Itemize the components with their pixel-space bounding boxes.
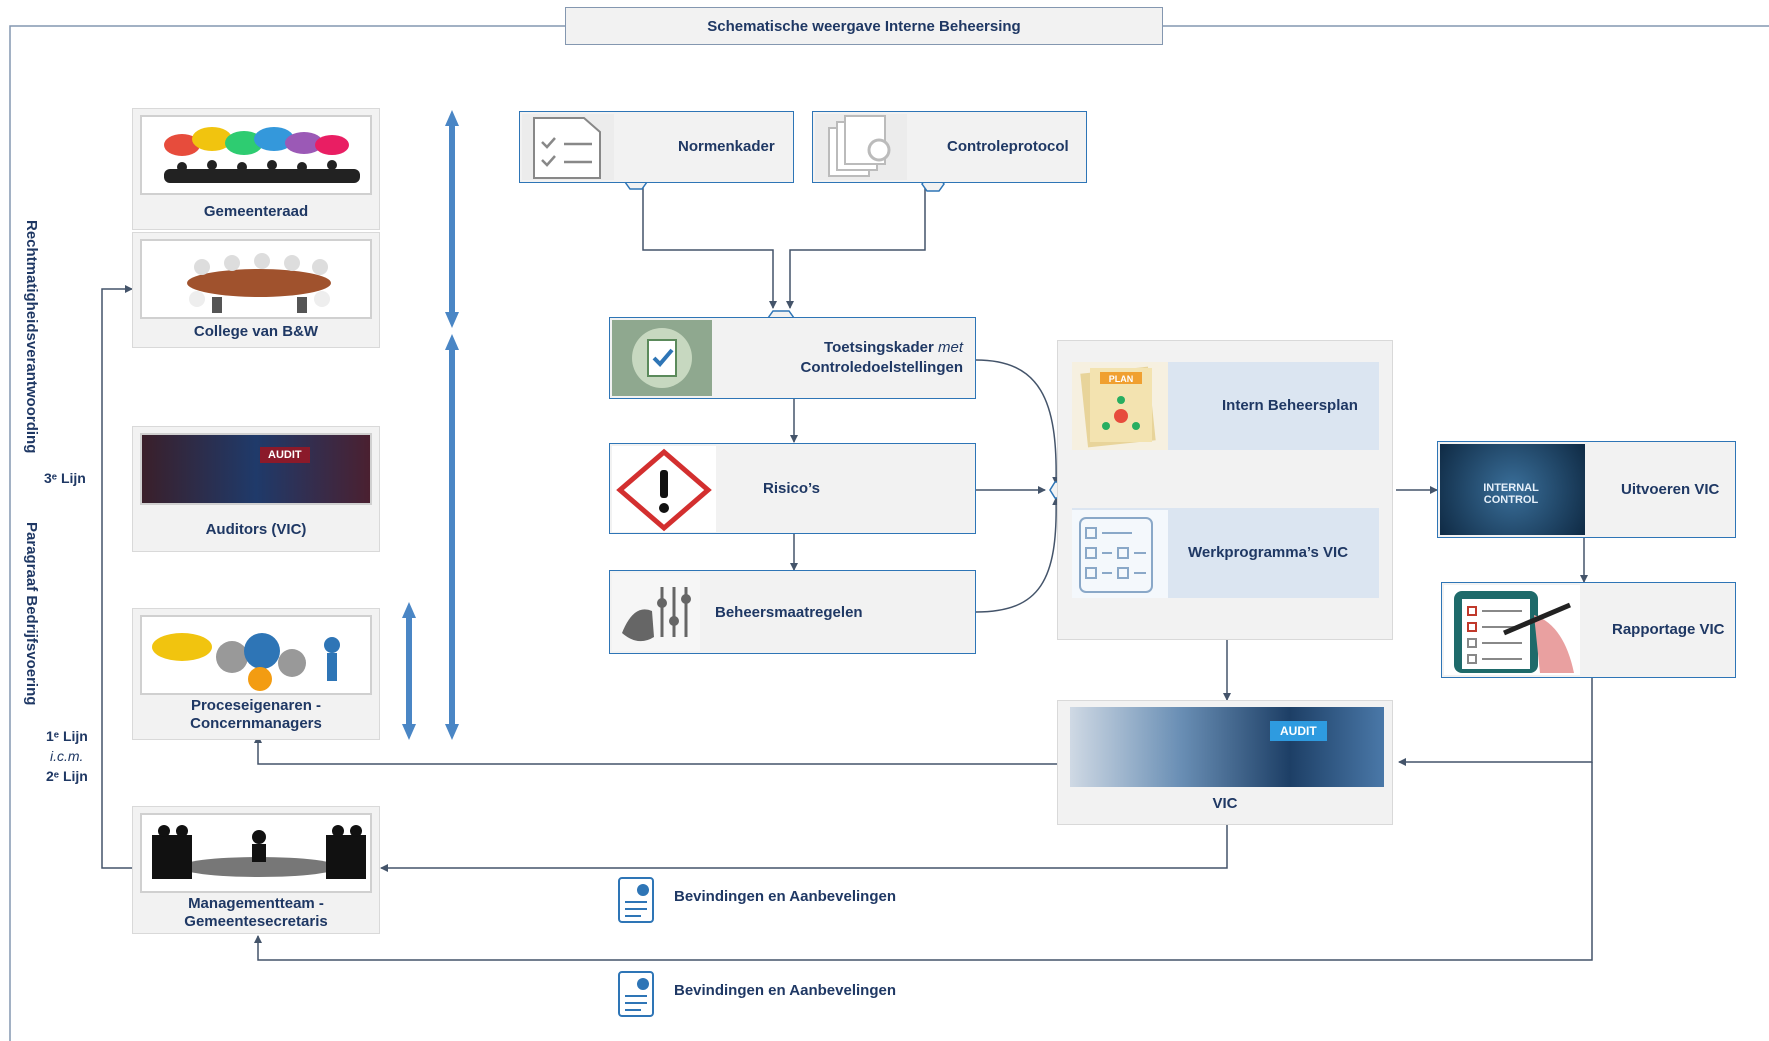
box-controleprotocol: Controleprotocol xyxy=(812,111,1087,183)
box-rapportage-vic: Rapportage VIC xyxy=(1441,582,1736,678)
internal-control-image: INTERNAL CONTROL xyxy=(1440,444,1585,535)
report-icon xyxy=(1444,585,1580,675)
plan-badge: PLAN xyxy=(1109,374,1134,384)
college-image xyxy=(140,239,372,319)
document-gear-icon xyxy=(815,114,907,180)
box-uitvoeren-vic: INTERNAL CONTROL Uitvoeren VIC xyxy=(1437,441,1736,538)
proceseigenaren-label-1: Proceseigenaren - xyxy=(190,697,322,714)
hand-sliders-icon xyxy=(612,573,700,651)
proceseigenaren-image xyxy=(140,615,372,695)
card-vic: AUDIT VIC xyxy=(1057,700,1393,825)
vic-image: AUDIT xyxy=(1070,707,1384,787)
audit-badge: AUDIT xyxy=(260,447,310,463)
risicos-label: Risico’s xyxy=(763,480,820,497)
vic-label: VIC xyxy=(1212,795,1238,812)
box-normenkader: Normenkader xyxy=(519,111,794,183)
box-risicos: Risico’s xyxy=(609,443,976,534)
box-toetsingskader: Toetsingskader met Controledoelstellinge… xyxy=(609,317,976,399)
card-auditors: AUDIT Auditors (VIC) xyxy=(132,426,380,552)
diagram-title: Schematische weergave Interne Beheersing xyxy=(565,7,1163,45)
paragraaf-label: Paragraaf Bedrijfsvoering xyxy=(23,522,40,706)
lijn1-label: 1ᵉ Lijn xyxy=(46,728,88,744)
managementteam-label-2: Gemeentesecretaris xyxy=(184,913,328,930)
gemeenteraad-image xyxy=(140,115,372,195)
uitvoeren-vic-label: Uitvoeren VIC xyxy=(1621,481,1720,498)
card-college: College van B&W xyxy=(132,232,380,348)
task-list-icon xyxy=(1072,510,1168,598)
proceseigenaren-label-2: Concernmanagers xyxy=(190,715,322,732)
lijn3-label: 3ᵉ Lijn xyxy=(44,470,86,486)
hazard-icon xyxy=(612,446,716,532)
gemeenteraad-label: Gemeenteraad xyxy=(203,203,309,220)
managementteam-label-1: Managementteam - xyxy=(188,895,324,912)
auditors-label: Auditors (VIC) xyxy=(205,521,307,538)
box-beheersmaatregelen: Beheersmaatregelen xyxy=(609,570,976,654)
normenkader-label: Normenkader xyxy=(678,138,775,155)
toetsingskader-label-1: Toetsingskader met xyxy=(824,338,963,357)
toetsingskader-met: met xyxy=(937,339,963,356)
card-proceseigenaren: Proceseigenaren - Concernmanagers xyxy=(132,608,380,740)
clipboard-check-icon xyxy=(612,320,712,396)
werkprogramma-label: Werkprogramma’s VIC xyxy=(1188,544,1349,561)
vic-audit-badge: AUDIT xyxy=(1270,721,1327,741)
beheersmaatregelen-label: Beheersmaatregelen xyxy=(715,604,863,621)
card-gemeenteraad: Gemeenteraad xyxy=(132,108,380,230)
intern-beheersplan-label: Intern Beheersplan xyxy=(1222,397,1358,414)
toetsingskader-word: Toetsingskader xyxy=(824,339,934,356)
findings-label-1: Bevindingen en Aanbevelingen xyxy=(674,888,896,905)
auditors-image: AUDIT xyxy=(140,433,372,505)
internal-control-text: INTERNAL CONTROL xyxy=(1483,482,1539,506)
toetsingskader-label-2: Controledoelstellingen xyxy=(800,359,963,376)
intern-beheersplan-panel: PLAN Intern Beheersplan xyxy=(1072,362,1379,450)
findings-icon-1 xyxy=(617,876,657,924)
rechtmatigheid-label: Rechtmatigheidsverantwoording xyxy=(23,220,40,454)
college-label: College van B&W xyxy=(193,323,319,340)
controleprotocol-label: Controleprotocol xyxy=(947,138,1069,155)
managementteam-image xyxy=(140,813,372,893)
plan-icon: PLAN xyxy=(1072,362,1168,450)
icm-label: i.c.m. xyxy=(50,748,84,764)
lijn2-label: 2ᵉ Lijn xyxy=(46,768,88,784)
card-managementteam: Managementteam - Gemeentesecretaris xyxy=(132,806,380,934)
findings-icon-2 xyxy=(617,970,657,1018)
line-to-college xyxy=(101,285,133,869)
checklist-icon xyxy=(522,114,614,180)
werkprogramma-panel: Werkprogramma’s VIC xyxy=(1072,508,1379,598)
rapportage-vic-label: Rapportage VIC xyxy=(1612,621,1725,638)
findings-label-2: Bevindingen en Aanbevelingen xyxy=(674,982,896,999)
